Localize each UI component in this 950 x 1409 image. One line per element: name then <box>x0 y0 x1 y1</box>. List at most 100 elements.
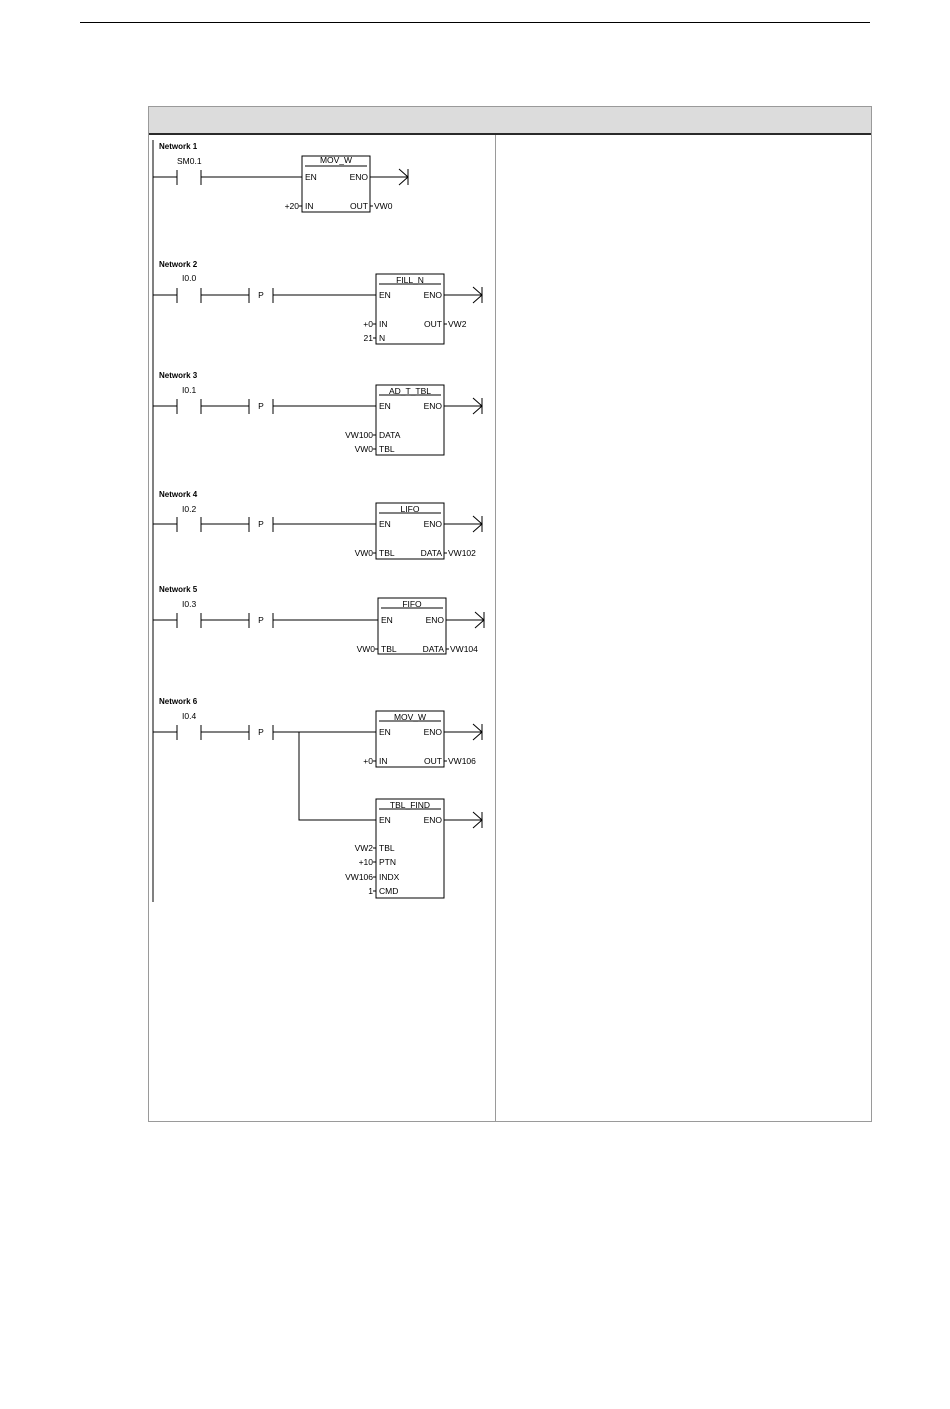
block-name: MOV_W <box>394 712 426 722</box>
pin-indx: INDX <box>379 872 400 882</box>
operand-data: VW104 <box>450 644 478 654</box>
function-block-fill-n: FILL_N EN ENO IN N OUT <box>375 273 445 345</box>
normally-open-contact <box>153 517 202 532</box>
pin-tbl: TBL <box>379 548 395 558</box>
pin-ptn: PTN <box>379 857 396 867</box>
network-title: Network 4 <box>159 490 198 499</box>
pin-out: OUT <box>424 319 442 329</box>
network-1: Network 1 SM0.1 MOV_W EN ENO IN OUT +20 … <box>153 142 409 213</box>
pin-data: DATA <box>423 644 445 654</box>
block-name: FIFO <box>402 599 422 609</box>
program-table <box>148 106 872 1122</box>
operand-n: 21 <box>364 333 374 343</box>
table-header-bar <box>149 107 871 135</box>
pin-en: EN <box>381 615 393 625</box>
function-block-mov-w: MOV_W EN ENO IN OUT <box>301 155 371 213</box>
block-name: AD_T_TBL <box>389 386 431 396</box>
svg-text:P: P <box>258 290 264 300</box>
positive-edge-contact: P <box>248 288 274 303</box>
network-title: Network 1 <box>159 142 198 151</box>
network-6: Network 6 I0.4 P MOV_W EN ENO IN OUT +0 … <box>153 697 483 899</box>
normally-open-contact <box>153 288 202 303</box>
positive-edge-contact: P <box>248 517 274 532</box>
pin-out: OUT <box>350 201 368 211</box>
page-top-rule <box>80 22 870 23</box>
pin-in: IN <box>379 756 388 766</box>
operand-out: VW2 <box>448 319 467 329</box>
pin-cmd: CMD <box>379 886 398 896</box>
pin-en: EN <box>379 815 391 825</box>
contact-address: I0.4 <box>182 711 196 721</box>
pin-eno: ENO <box>426 615 445 625</box>
contact-address: I0.1 <box>182 385 196 395</box>
normally-open-contact <box>153 170 202 185</box>
operand-indx: VW106 <box>345 872 373 882</box>
contact-address: I0.0 <box>182 273 196 283</box>
positive-edge-contact: P <box>248 399 274 414</box>
network-4: Network 4 I0.2 P LIFO EN ENO TBL DATA VW… <box>153 490 483 560</box>
operand-tbl: VW0 <box>357 644 376 654</box>
pin-n: N <box>379 333 385 343</box>
contact-address: I0.3 <box>182 599 196 609</box>
normally-open-contact <box>153 613 202 628</box>
operand-tbl: VW0 <box>355 444 374 454</box>
column-divider <box>495 135 496 1122</box>
function-block-fifo: FIFO EN ENO TBL DATA <box>377 597 447 655</box>
pin-eno: ENO <box>424 815 443 825</box>
pin-eno: ENO <box>424 290 443 300</box>
pin-en: EN <box>379 401 391 411</box>
block-name: LIFO <box>401 504 420 514</box>
pin-eno: ENO <box>424 727 443 737</box>
function-block-mov-w: MOV_W EN ENO IN OUT <box>375 710 445 768</box>
normally-open-contact <box>153 725 202 740</box>
positive-edge-contact: P <box>248 613 274 628</box>
pin-tbl: TBL <box>381 644 397 654</box>
operand-data: VW102 <box>448 548 476 558</box>
function-block-lifo: LIFO EN ENO TBL DATA <box>375 502 445 560</box>
svg-text:P: P <box>258 727 264 737</box>
contact-address: I0.2 <box>182 504 196 514</box>
operand-in: +0 <box>363 756 373 766</box>
operand-tbl: VW0 <box>355 548 374 558</box>
block-name: MOV_W <box>320 155 352 165</box>
branch-wire <box>298 732 376 821</box>
svg-text:P: P <box>258 401 264 411</box>
svg-text:P: P <box>258 615 264 625</box>
operand-out: VW106 <box>448 756 476 766</box>
operand-out: VW0 <box>374 201 393 211</box>
pin-in: IN <box>305 201 314 211</box>
operand-cmd: 1 <box>368 886 373 896</box>
network-title: Network 6 <box>159 697 198 706</box>
network-title: Network 3 <box>159 371 198 380</box>
contact-address: SM0.1 <box>177 156 202 166</box>
pin-en: EN <box>379 290 391 300</box>
operand-in: +0 <box>363 319 373 329</box>
network-2: Network 2 I0.0 P FILL_N EN ENO IN N OUT … <box>153 260 483 345</box>
positive-edge-contact: P <box>248 725 274 740</box>
operand-data: VW100 <box>345 430 373 440</box>
function-block-ad-t-tbl: AD_T_TBL EN ENO DATA TBL <box>375 384 445 456</box>
network-3: Network 3 I0.1 P AD_T_TBL EN ENO DATA TB… <box>153 371 483 456</box>
pin-tbl: TBL <box>379 843 395 853</box>
pin-tbl: TBL <box>379 444 395 454</box>
pin-en: EN <box>305 172 317 182</box>
normally-open-contact <box>153 399 202 414</box>
operand-ptn: +10 <box>359 857 374 867</box>
pin-eno: ENO <box>350 172 369 182</box>
pin-data: DATA <box>379 430 401 440</box>
pin-eno: ENO <box>424 401 443 411</box>
block-name: FILL_N <box>396 275 424 285</box>
operand-in: +20 <box>285 201 300 211</box>
operand-tbl: VW2 <box>355 843 374 853</box>
pin-en: EN <box>379 519 391 529</box>
svg-text:P: P <box>258 519 264 529</box>
network-5: Network 5 I0.3 P FIFO EN ENO TBL DATA VW… <box>153 585 485 655</box>
network-title: Network 2 <box>159 260 198 269</box>
function-block-tbl-find: TBL_FIND EN ENO TBL PTN INDX CMD <box>375 798 445 899</box>
pin-out: OUT <box>424 756 442 766</box>
pin-data: DATA <box>421 548 443 558</box>
pin-en: EN <box>379 727 391 737</box>
pin-eno: ENO <box>424 519 443 529</box>
pin-in: IN <box>379 319 388 329</box>
